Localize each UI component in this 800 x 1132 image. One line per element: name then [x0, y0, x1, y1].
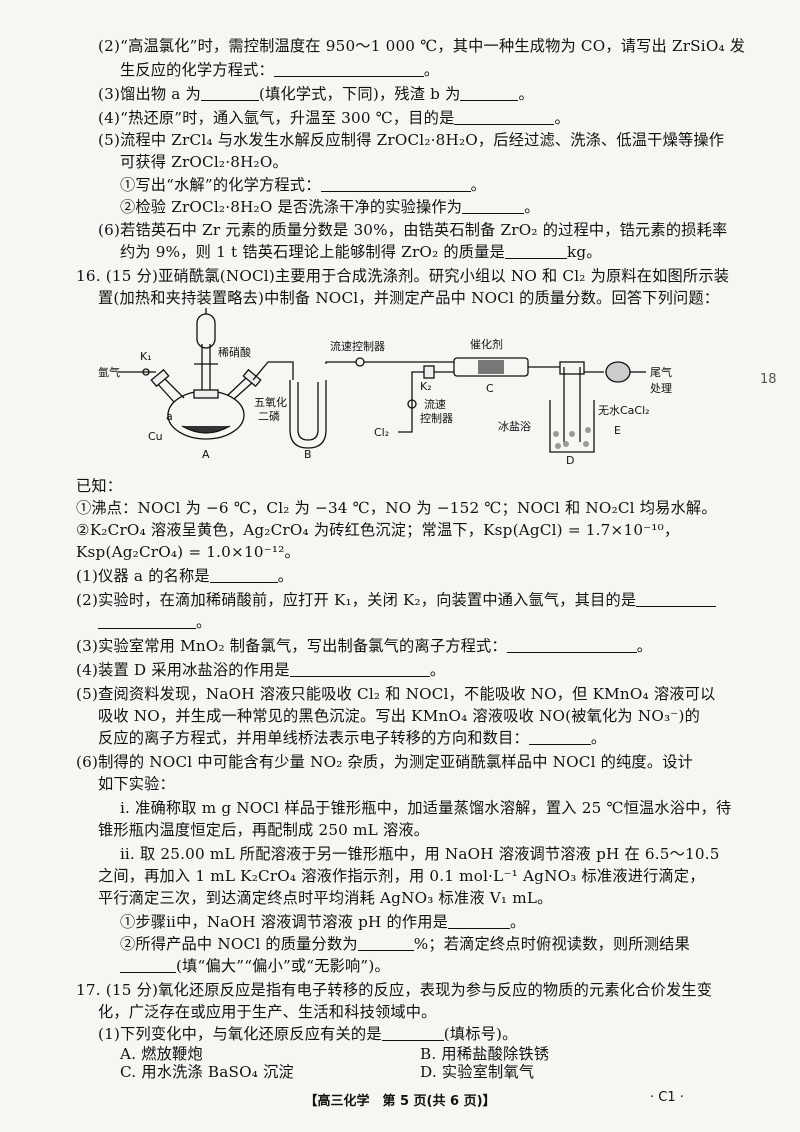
q16-p3: (3)实验室常用 MnO₂ 制备氯气，写出制备氯气的离子方程式：。 — [76, 637, 653, 655]
q16-step2-line1: ⅱ. 取 25.00 mL 所配溶液于另一锥形瓶中，用 NaOH 溶液调节溶液 … — [120, 845, 720, 863]
margin-mark: 18 — [760, 372, 777, 387]
label-tail-1: 尾气 — [650, 365, 672, 379]
label-C: C — [486, 382, 494, 395]
label-argon: 氩气 — [98, 365, 120, 379]
q16-p6-line1: (6)制得的 NOCl 中可能含有少量 NO₂ 杂质，为测定亚硝酰氯样品中 NO… — [76, 753, 693, 771]
q17-option-b: B. 用稀盐酸除铁锈 — [420, 1045, 550, 1063]
label-flow-ctrl-2: 控制器 — [420, 411, 453, 425]
label-catalyst: 催化剂 — [470, 337, 503, 351]
q16-step1-line2: 锥形瓶内温度恒定后，再配制成 250 mL 溶液。 — [98, 821, 430, 839]
q17-option-c-row: C. 用水洗涤 BaSO₄ 沉淀 — [120, 1063, 294, 1081]
q16-known-1: ①沸点：NOCl 为 −6 ℃，Cl₂ 为 −34 ℃，NO 为 −152 ℃；… — [76, 499, 717, 517]
q16-p6-line2: 如下实验： — [98, 775, 175, 793]
answer-blank[interactable] — [454, 110, 555, 125]
label-A: A — [202, 448, 210, 461]
label-k2: K₂ — [420, 380, 432, 393]
beaker-d — [549, 400, 595, 453]
q17-header-line1: 17. (15 分)氧化还原反应是指有电子转移的反应，表现为参与反应的物质的元素… — [76, 981, 713, 999]
q16-p2-line2: 。 — [98, 612, 211, 632]
q16-q6-sub2-line2: (填“偏大”“偏小”或“无影响”)。 — [120, 956, 390, 976]
label-tail-2: 处理 — [650, 382, 672, 395]
drying-tube-e — [605, 361, 631, 383]
label-cacl2: 无水CaCl₂ — [598, 404, 650, 417]
label-B: B — [304, 448, 312, 461]
label-ice-salt: 冰盐浴 — [498, 420, 531, 433]
q15-p4: (4)“热还原”时，通入氩气，升温至 300 ℃，目的是。 — [98, 109, 570, 127]
apparatus-diagram: 稀硝酸 K₁ 氩气 a Cu A 五氧化 二磷 B 流速控制器 K₂ 流速 控制… — [98, 308, 672, 464]
label-flow-ctrl-top: 流速控制器 — [330, 339, 385, 353]
corner-mark: · C1 · — [650, 1090, 684, 1105]
label-D: D — [566, 454, 574, 464]
q15-p2-line1: (2)“高温氯化”时，需控制温度在 950～1 000 ℃，其中一种生成物为 C… — [98, 37, 746, 55]
q16-known-2-line1: ②K₂CrO₄ 溶液呈黄色，Ag₂CrO₄ 为砖红色沉淀；常温下，Ksp(AgC… — [76, 521, 680, 539]
q16-header-line1: 16. (15 分)亚硝酰氯(NOCl)主要用于合成洗涤剂。研究小组以 NO 和… — [76, 267, 730, 285]
answer-blank[interactable] — [357, 936, 414, 951]
q15-p5-sub2: ②检验 ZrOCl₂·8H₂O 是否洗涤干净的实验操作为。 — [120, 198, 540, 216]
answer-blank[interactable] — [200, 86, 259, 101]
label-E: E — [614, 424, 621, 437]
answer-blank[interactable] — [98, 614, 196, 629]
q16-q6-sub1: ①步骤ⅱ中，NaOH 溶液调节溶液 pH 的作用是。 — [120, 913, 526, 931]
label-p2o5-2: 二磷 — [258, 410, 280, 423]
q17-option-d: D. 实验室制氧气 — [420, 1063, 535, 1081]
q17-option-a: A. 燃放鞭炮 — [120, 1045, 203, 1063]
q16-p4: (4)装置 D 采用冰盐浴的作用是。 — [76, 661, 446, 679]
q15-p5-line2: 可获得 ZrOCl₂·8H₂O。 — [120, 153, 288, 171]
q16-p5-line3: 反应的离子方程式，并用单线桥法表示电子转移的方向和数目：。 — [98, 729, 607, 747]
q15-p5-sub1: ①写出“水解”的化学方程式：。 — [120, 176, 486, 194]
q17-header-line2: 化，广泛存在或应用于生产、生活和科技领域中。 — [98, 1003, 437, 1021]
answer-blank[interactable] — [460, 86, 519, 101]
q16-step2-line2: 之间，再加入 1 mL K₂CrO₄ 溶液作指示剂，用 0.1 mol·L⁻¹ … — [98, 867, 705, 885]
q16-known-title: 已知： — [76, 477, 123, 495]
answer-blank[interactable] — [209, 568, 278, 583]
page-footer: 【高三化学 第 5 页(共 6 页)】 — [304, 1094, 496, 1109]
flow-controller-2 — [407, 399, 417, 409]
q15-p5-line1: (5)流程中 ZrCl₄ 与水发生水解反应制得 ZrOCl₂·8H₂O，后经过滤… — [98, 131, 725, 149]
q16-header-line2: 置(加热和夹持装置略去)中制备 NOCl，并测定产品中 NOCl 的质量分数。回… — [98, 289, 720, 307]
label-p2o5-1: 五氧化 — [254, 395, 287, 409]
q16-p5-line2: 吸收 NO，并生成一种常见的黑色沉淀。写出 KMnO₄ 溶液吸收 NO(被氧化为… — [98, 707, 700, 725]
q15-p2-line2: 生反应的化学方程式：。 — [120, 61, 440, 79]
q16-step2-line3: 平行滴定三次，到达滴定终点时平均消耗 AgNO₃ 标准液 V₁ mL。 — [98, 889, 553, 907]
q16-known-2-line2: Ksp(Ag₂CrO₄) = 1.0×10⁻¹²。 — [76, 543, 300, 561]
q15-p6-line1: (6)若锆英石中 Zr 元素的质量分数是 30%，由锆英石制备 ZrO₂ 的过程… — [98, 221, 728, 239]
flask-a-stopper — [193, 389, 219, 399]
q16-p5-line1: (5)查阅资料发现，NaOH 溶液只能吸收 Cl₂ 和 NOCl，不能吸收 NO… — [76, 685, 716, 703]
answer-blank[interactable] — [289, 662, 430, 677]
dropping-funnel — [196, 313, 216, 349]
label-a: a — [166, 410, 173, 423]
label-k1: K₁ — [140, 350, 152, 363]
answer-blank[interactable] — [504, 244, 567, 259]
label-cu: Cu — [148, 430, 163, 443]
answer-blank[interactable] — [448, 914, 511, 929]
answer-blank[interactable] — [320, 177, 471, 192]
answer-blank[interactable] — [636, 592, 717, 607]
answer-blank[interactable] — [120, 958, 176, 973]
label-dilute-nitric: 稀硝酸 — [218, 345, 251, 359]
q15-p3: (3)馏出物 a 为(填化学式，下同)，残渣 b 为。 — [98, 85, 534, 103]
q16-step1-line1: ⅰ. 准确称取 m g NOCl 样品于锥形瓶中，加适量蒸馏水溶解，置入 25 … — [120, 799, 732, 817]
q16-p2-line1: (2)实验时，在滴加稀硝酸前，应打开 K₁，关闭 K₂，向装置中通入氩气，其目的… — [76, 590, 717, 610]
answer-blank[interactable] — [273, 62, 424, 77]
answer-blank[interactable] — [462, 199, 525, 214]
q16-q6-sub2: ②所得产品中 NOCl 的质量分数为%；若滴定终点时俯视读数，则所测结果 — [120, 935, 690, 953]
q16-p1: (1)仪器 a 的名称是。 — [76, 567, 294, 585]
answer-blank[interactable] — [381, 1026, 444, 1041]
q17-p1: (1)下列变化中，与氧化还原反应有关的是(填标号)。 — [98, 1025, 518, 1043]
label-flow-ctrl-1: 流速 — [424, 397, 446, 411]
answer-blank[interactable] — [528, 730, 591, 745]
flow-controller-1 — [355, 357, 365, 367]
answer-blank[interactable] — [506, 638, 637, 653]
label-cl2: Cl₂ — [374, 426, 389, 439]
